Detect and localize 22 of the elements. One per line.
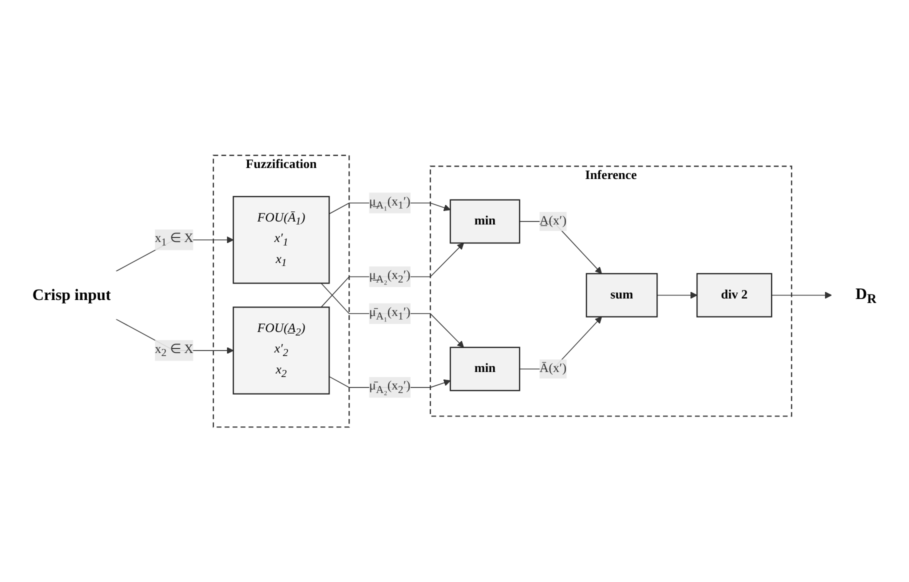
edge-label: μ̄$_{A₂}$(x$_{2}$′) [369, 379, 410, 396]
cluster [430, 165, 792, 417]
arrow [656, 291, 698, 298]
node-box [696, 272, 772, 318]
node-box [450, 346, 520, 391]
edge-label: μ̲$_{A₂}$(x$_{2}$′) [369, 268, 410, 285]
node-text: Crisp input [32, 286, 111, 304]
edge-label: x$_{2}$ ∈ X [154, 342, 194, 358]
edge-label: Ā(x′) [540, 362, 566, 376]
node-box [586, 272, 658, 318]
cluster [212, 154, 350, 428]
edge-label: A̲(x′) [540, 214, 566, 228]
edge-label: μ̄$_{A₁}$(x$_{1}$′) [369, 305, 410, 322]
edge-label: μ̲$_{A₁}$(x$_{1}$′) [369, 194, 410, 211]
arrow [320, 282, 464, 348]
node-box [232, 306, 330, 394]
node-box [232, 196, 330, 284]
arrow [771, 291, 832, 298]
edge-label: x$_{1}$ ∈ X [154, 232, 194, 248]
node-text: D$_{R}$ [855, 285, 877, 306]
node-box [450, 199, 520, 244]
arrow [320, 242, 464, 308]
